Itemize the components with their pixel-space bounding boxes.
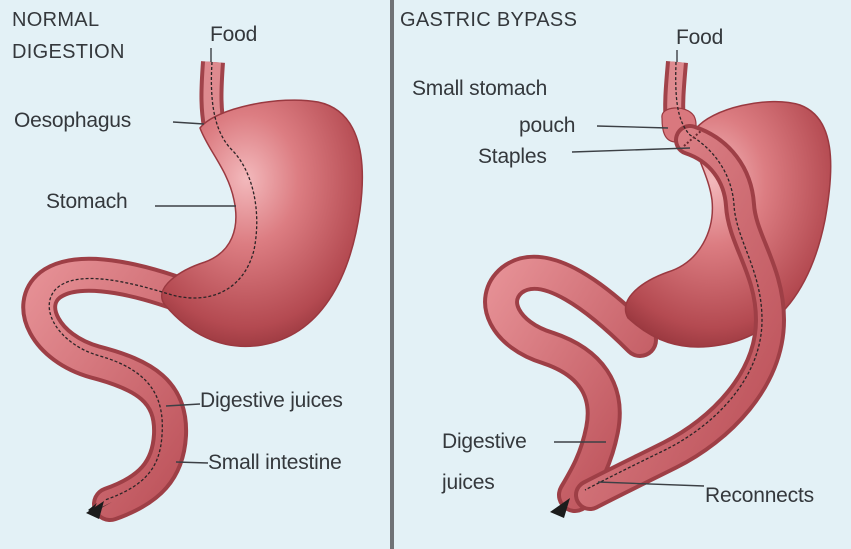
label-stomach: Stomach [46, 189, 127, 215]
normal-digestion-title-line2: DIGESTION [12, 38, 125, 66]
label-oesophagus: Oesophagus [14, 108, 131, 134]
label-food-right: Food [676, 25, 723, 51]
label-digestive-juices-line2: juices [442, 470, 495, 496]
leader-staples [572, 148, 690, 152]
leader-oesophagus [173, 122, 204, 124]
label-food-left: Food [210, 22, 257, 48]
label-staples: Staples [478, 144, 547, 170]
leader-pouch [597, 126, 668, 128]
label-small-intestine: Small intestine [208, 450, 342, 476]
label-digestive-juices-left: Digestive juices [200, 388, 343, 414]
label-digestive-juices-line1: Digestive [442, 429, 527, 455]
gastric-bypass-title: GASTRIC BYPASS [400, 6, 577, 34]
normal-stomach [162, 100, 363, 346]
label-reconnects: Reconnects [705, 483, 814, 509]
leader-small-intestine [176, 462, 208, 463]
bypass-bypassed-intestine-fill [501, 273, 640, 495]
normal-digestion-title-line1: NORMAL [12, 6, 99, 34]
label-pouch-line2: pouch [519, 113, 575, 139]
label-pouch-line1: Small stomach [412, 76, 547, 102]
